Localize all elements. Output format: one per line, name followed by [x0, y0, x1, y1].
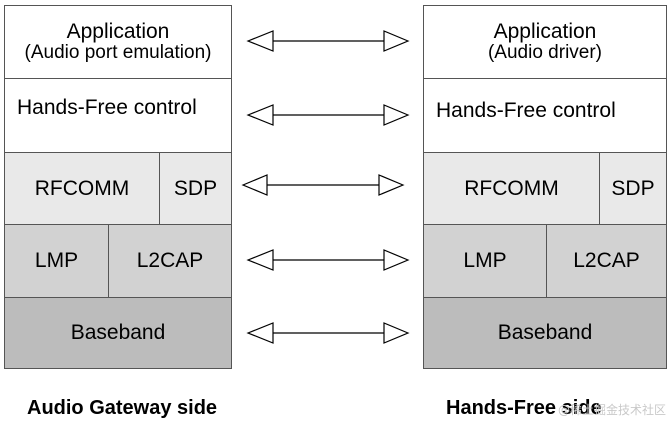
right-l2cap-label: L2CAP — [573, 249, 640, 273]
rfcomm-peer-arrow — [241, 174, 405, 196]
right-rfcomm-label: RFCOMM — [464, 176, 559, 200]
left-l2cap-layer: L2CAP — [108, 224, 232, 298]
left-sdp-layer: SDP — [159, 152, 232, 225]
right-lmp-label: LMP — [463, 249, 507, 273]
right-hands-free-control-label: Hands-Free control — [436, 98, 616, 122]
right-l2cap-layer: L2CAP — [546, 224, 667, 298]
left-baseband-label: Baseband — [70, 321, 166, 345]
l2cap-peer-arrow — [246, 249, 410, 271]
right-application-subtitle: (Audio driver) — [487, 42, 603, 64]
left-hands-free-control-label: Hands-Free control — [17, 95, 197, 119]
right-baseband-label: Baseband — [497, 321, 593, 345]
left-sdp-label: SDP — [173, 176, 218, 200]
right-rfcomm-layer: RFCOMM — [423, 152, 600, 225]
right-baseband-layer: Baseband — [423, 297, 667, 369]
application-peer-arrow — [246, 30, 410, 52]
baseband-peer-arrow — [246, 322, 410, 344]
right-application-title: Application — [493, 20, 597, 43]
right-application-layer: Application (Audio driver) — [423, 5, 667, 79]
right-sdp-label: SDP — [611, 176, 655, 200]
hands-free-side-label: Hands-Free side — [446, 397, 602, 419]
left-rfcomm-label: RFCOMM — [34, 176, 130, 200]
left-application-title: Application — [66, 20, 170, 43]
right-hands-free-control-layer: Hands-Free control — [423, 78, 667, 153]
hands-free-control-peer-arrow — [246, 104, 410, 126]
left-l2cap-label: L2CAP — [136, 249, 204, 273]
left-application-subtitle: (Audio port emulation) — [24, 42, 212, 64]
right-sdp-layer: SDP — [599, 152, 667, 225]
watermark-text: @稀土掘金技术社区 — [557, 403, 666, 417]
left-lmp-label: LMP — [34, 249, 79, 273]
audio-gateway-side-label: Audio Gateway side — [27, 397, 218, 419]
left-application-layer: Application (Audio port emulation) — [4, 5, 232, 79]
right-lmp-layer: LMP — [423, 224, 547, 298]
left-baseband-layer: Baseband — [4, 297, 232, 369]
left-lmp-layer: LMP — [4, 224, 109, 298]
left-hands-free-control-layer: Hands-Free control — [4, 78, 232, 153]
